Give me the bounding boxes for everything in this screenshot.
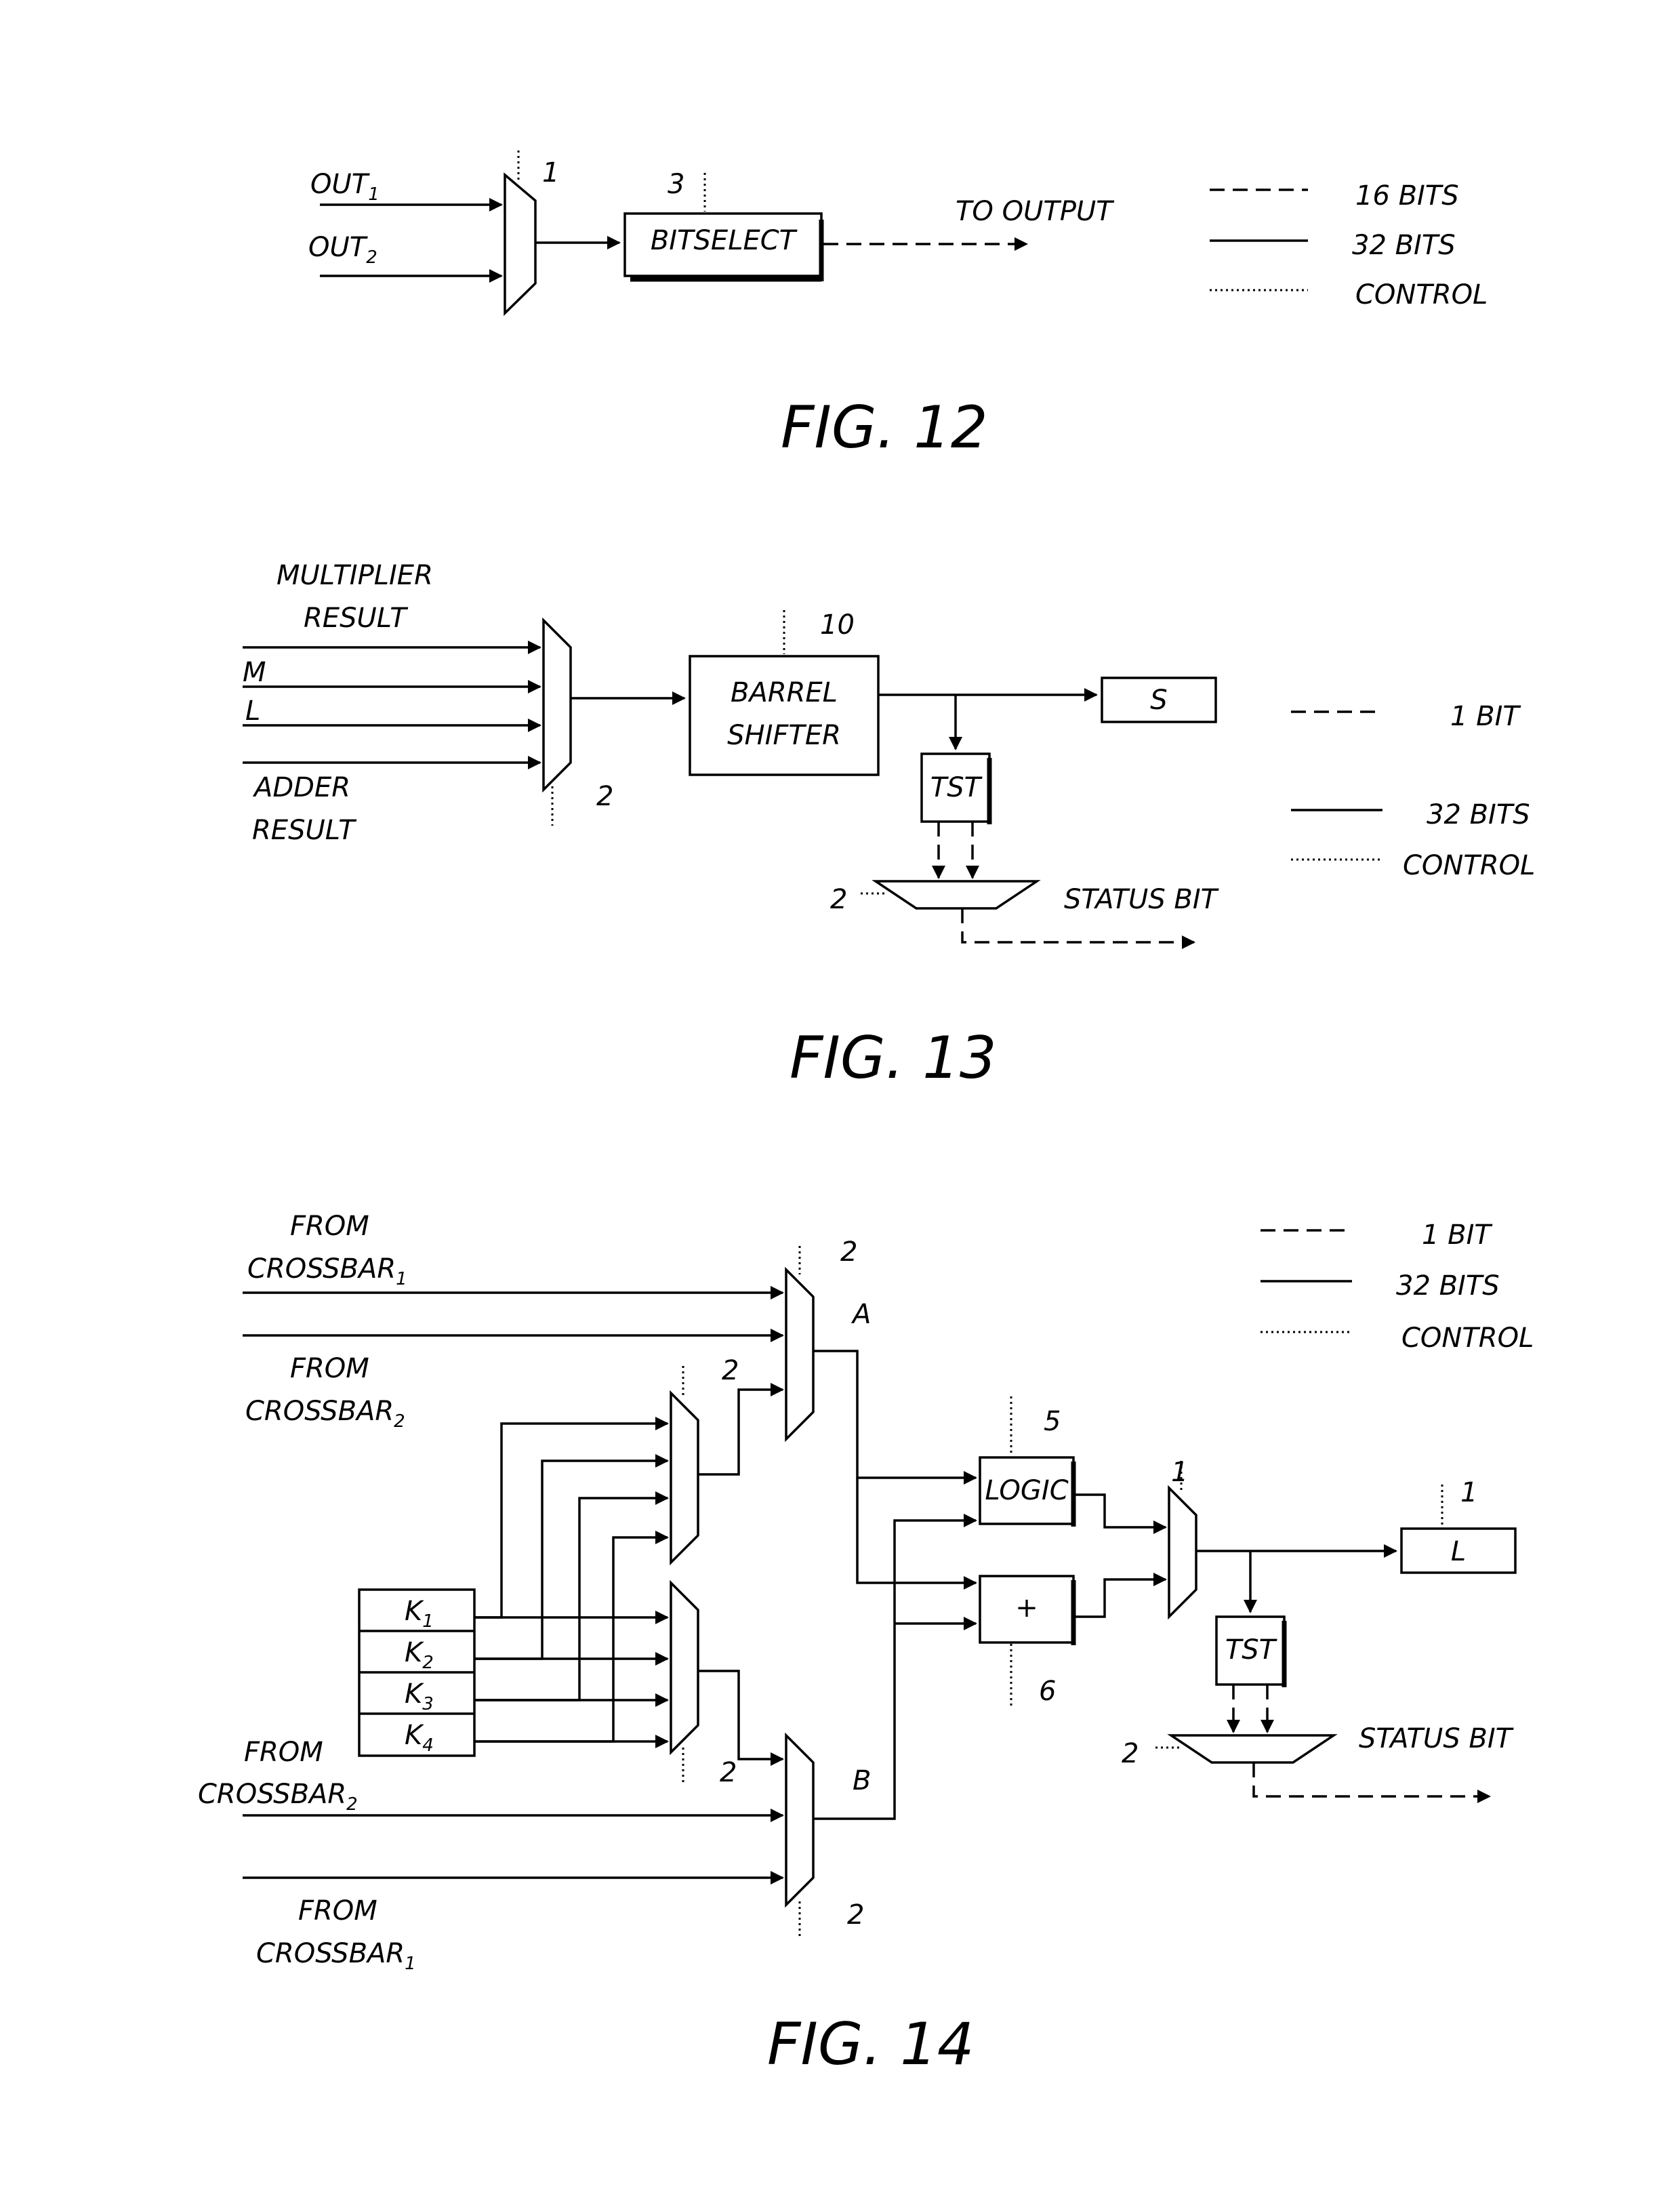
fig12-bitselect-block [623,212,823,277]
fig13-input-label-multiplier: MULTIPLIER [276,560,433,591]
fig14-source-2-label: CROSSBAR2 [245,1396,405,1432]
fig14-source-1-from: FROM [290,1211,369,1242]
fig13-shifter-ref: 10 [820,609,855,641]
fig12-mux-ref: 1 [542,157,559,188]
fig14-tst-label: TST [1225,1634,1278,1666]
fig12-legend-solid-label: 32 BITS [1352,230,1456,261]
fig13-s-register [1101,677,1217,723]
fig14-adder-ref: 6 [1039,1676,1056,1707]
fig13-multiplexer [542,617,572,793]
fig14-k1-to-upper-mux [474,1417,669,1619]
fig13-status-label: STATUS BIT [1064,884,1220,915]
fig12-output-label: TO OUTPUT [956,196,1115,227]
fig14-k2-to-upper-mux [474,1454,669,1660]
fig13-status-output-wire [961,908,1195,949]
fig13-s-label: S [1150,685,1167,716]
fig14-status-output-wire [1252,1762,1491,1803]
fig14-mux-a-ref: 2 [840,1236,857,1268]
fig14-multiplexer-a [785,1266,815,1443]
fig14-status-multiplexer [1167,1734,1338,1764]
fig14-adder-label: + [1015,1592,1038,1624]
fig14-k3-to-upper-mux [474,1491,669,1701]
fig12-input-label-1: OUT1 [310,169,380,205]
figure-13: MULTIPLIER RESULT M L ADDER RESULT 2 BAR… [243,560,1535,1092]
fig12-legend-dotted-label: CONTROL [1355,279,1488,310]
fig14-out-mux-ref: 1 [1171,1457,1188,1488]
fig14-logic-to-out-mux [1073,1493,1167,1534]
fig14-status-mux-ref: 2 [1122,1738,1139,1769]
fig12-block-ref: 3 [668,169,684,200]
fig14-legend-dashed-label: 1 BIT [1422,1220,1493,1251]
fig14-k-lower-multiplexer [670,1579,699,1756]
figure-12: OUT1 OUT2 1 BITSELECT 3 TO OUTPUT 16 BIT… [308,150,1488,462]
fig14-k-lower-to-mux-b [698,1670,784,1766]
fig14-k4-to-upper-mux [474,1531,669,1743]
fig14-k-upper-mux-ref: 2 [722,1355,739,1386]
fig13-status-mux-ref: 2 [830,884,847,915]
fig14-multiplexer-b [785,1732,815,1908]
fig14-b-to-logic [813,1514,977,1820]
fig14-a-to-adder [856,1478,977,1590]
fig14-status-label: STATUS BIT [1359,1723,1515,1754]
fig13-legend-dashed-label: 1 BIT [1450,701,1521,732]
fig14-a-to-logic [813,1350,977,1485]
fig14-mux-a-label: A [851,1299,871,1330]
fig14-source-3-from: FROM [244,1737,323,1768]
fig14-source-2-from: FROM [290,1353,369,1384]
fig13-shifter-label-2: SHIFTER [727,720,841,751]
fig14-legend-solid-label: 32 BITS [1396,1270,1500,1302]
fig14-logic-label: LOGIC [985,1475,1068,1506]
fig14-constant-k1: K1 [405,1596,434,1632]
fig12-title: FIG. 12 [781,394,988,462]
fig14-source-1-label: CROSSBAR1 [247,1253,407,1289]
fig14-source-4-label: CROSSBAR1 [256,1938,416,1974]
fig14-constant-k3: K3 [405,1678,434,1714]
fig14-k-upper-multiplexer [670,1390,699,1566]
fig13-title: FIG. 13 [790,1024,997,1092]
fig13-input-label-m: M [243,657,266,688]
fig14-constant-k2: K2 [405,1637,434,1673]
fig13-legend-dotted-label: CONTROL [1403,850,1535,881]
fig14-mux-b-ref: 2 [847,1899,864,1931]
fig13-input-label-result-2: RESULT [252,815,357,846]
fig14-l-label: L [1451,1536,1466,1567]
fig13-shifter-label-1: BARREL [731,677,838,708]
fig14-k-upper-to-mux-a [698,1383,784,1476]
fig14-source-4-from: FROM [298,1895,377,1927]
fig12-legend-dashed-label: 16 BITS [1355,180,1459,211]
fig14-constant-k4: K4 [405,1720,434,1756]
fig13-input-label-result-1: RESULT [304,603,409,634]
fig14-l-register [1400,1527,1517,1574]
fig14-source-3-label: CROSSBAR2 [198,1779,358,1815]
fig13-input-label-l: L [245,696,260,727]
fig14-output-multiplexer [1168,1485,1197,1620]
fig14-adder-unit [979,1575,1075,1644]
fig14-k-lower-mux-ref: 2 [720,1757,737,1788]
fig12-multiplexer [504,172,537,317]
fig14-adder-to-out-mux [1073,1573,1167,1618]
fig14-mux-b-label: B [853,1765,871,1796]
fig13-tst-label: TST [930,772,983,803]
fig13-mux-ref: 2 [596,781,613,812]
fig14-title: FIG. 14 [767,2011,975,2078]
fig13-status-multiplexer [872,880,1041,910]
fig14-logic-ref: 5 [1044,1406,1061,1437]
fig12-input-label-2: OUT2 [308,232,377,268]
fig12-bitselect-label: BITSELECT [651,225,798,256]
fig14-legend-dotted-label: CONTROL [1401,1323,1534,1354]
fig13-input-label-adder: ADDER [252,772,350,803]
fig14-l-ref: 1 [1460,1477,1477,1508]
fig13-barrel-shifter [689,655,880,776]
fig13-legend-solid-label: 32 BITS [1427,799,1530,830]
figure-14: FROM CROSSBAR1 FROM CROSSBAR2 FROM CROSS… [198,1211,1534,2078]
